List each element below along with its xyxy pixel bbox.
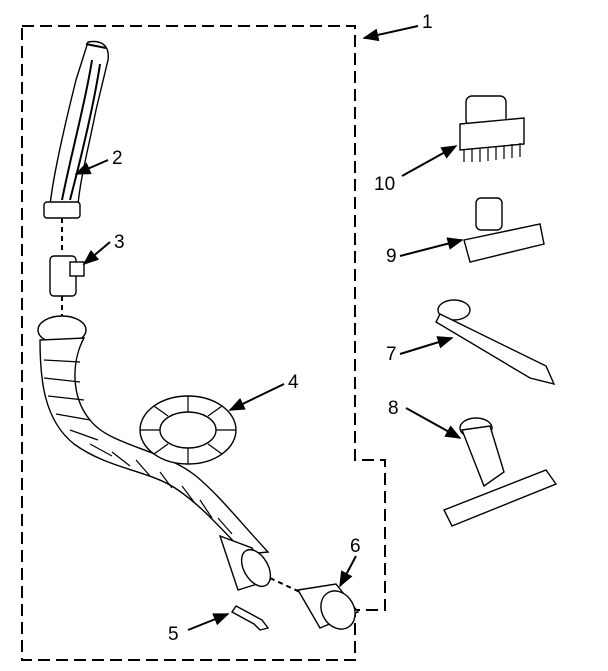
callout-2: 2 [112, 148, 123, 169]
hose-connector-part [296, 583, 360, 630]
upholstery-nozzle-part [463, 197, 545, 263]
callout-4: 4 [288, 372, 299, 393]
callout-5: 5 [168, 624, 179, 645]
callout-1: 1 [422, 12, 433, 33]
callout-6: 6 [350, 536, 361, 557]
coiled-hose-part [37, 315, 301, 593]
callout-3: 3 [114, 232, 125, 253]
floor-brush-part [443, 417, 558, 527]
kit-boundary [21, 25, 386, 661]
pin-part [230, 605, 270, 631]
callout-10: 10 [374, 174, 395, 195]
crevice-tool-part [435, 299, 556, 386]
callout-9: 9 [386, 246, 397, 267]
callout-8: 8 [388, 398, 399, 419]
swivel-connector-part [49, 255, 85, 318]
callout-7: 7 [386, 344, 397, 365]
dusting-brush-part [459, 95, 525, 162]
leader-arrows [74, 25, 464, 631]
hose-handle-part [43, 40, 109, 250]
